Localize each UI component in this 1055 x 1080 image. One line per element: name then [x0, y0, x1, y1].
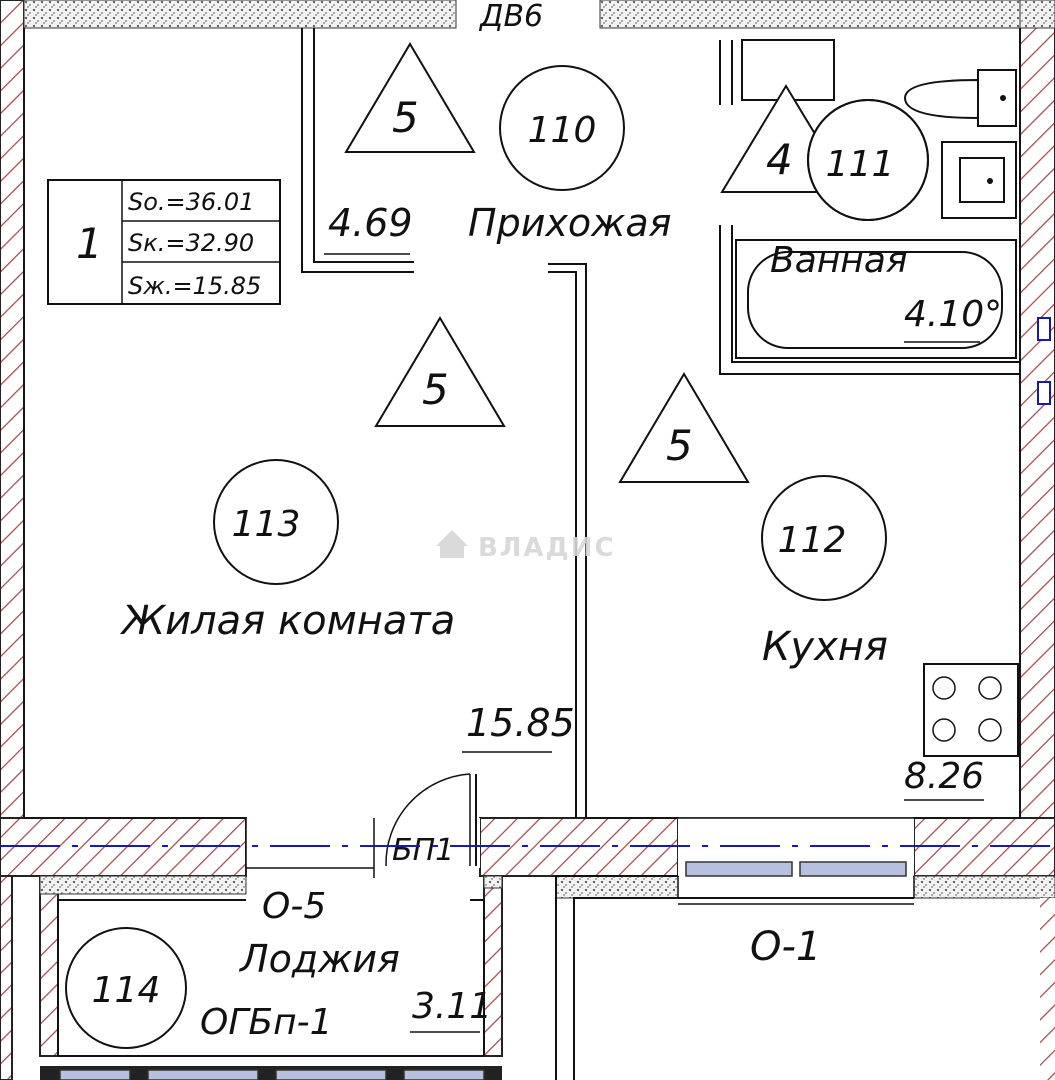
svg-text:5: 5 [392, 93, 419, 142]
loggia-left-wall [39, 875, 59, 1057]
sink-icon [941, 141, 1017, 219]
svg-text:5: 5 [666, 421, 693, 470]
room-area: 15.85 [466, 701, 575, 745]
triangle-marker: 5 [344, 42, 476, 153]
room-number: 113 [232, 504, 301, 545]
total-area: Sо.=36.01 [128, 188, 254, 216]
room-bathroom: 111 Ванная 4.10° [770, 99, 1002, 343]
loggia-railing-label: ОГБп-1 [200, 1002, 333, 1043]
house-icon [436, 530, 468, 558]
room-name: Жилая комната [119, 598, 455, 644]
triangle-marker: 5 [618, 372, 750, 483]
room-number: 112 [778, 520, 847, 561]
room-name: Ванная [770, 240, 908, 281]
svg-text:4: 4 [766, 135, 793, 184]
room-number: 110 [528, 110, 597, 151]
room-hallway: 110 Прихожая 4.69 [324, 65, 672, 255]
svg-text:5: 5 [422, 365, 449, 414]
bathtub-icon [735, 239, 1017, 359]
apartment-info-table: 1 Sо.=36.01 Sк.=32.90 Sж.=15.85 [47, 179, 281, 305]
outer-left-strip [0, 875, 13, 1080]
neighbour-room [555, 875, 1055, 1080]
loggia-window-label: О-5 [262, 886, 326, 927]
room-name: Лоджия [238, 937, 400, 981]
balcony-door [245, 773, 480, 878]
bathroom-fixtures [735, 39, 1051, 405]
entrance-door-label: ДВ6 [478, 0, 543, 34]
room-loggia: 114 Лоджия 3.11 [65, 927, 492, 1049]
room-area: 8.26 [904, 756, 984, 797]
loggia [39, 875, 503, 1080]
right-wall [1019, 0, 1055, 846]
room-area: 4.10° [904, 294, 1002, 335]
room-number: 111 [826, 144, 895, 185]
room-name: Кухня [762, 624, 888, 670]
watermark-text: ВЛАДИС [478, 533, 616, 563]
room-area: 4.69 [328, 201, 413, 245]
balcony-door-label: БП1 [392, 833, 454, 868]
left-wall [0, 0, 25, 846]
interior-walls [23, 28, 1021, 819]
stove-icon [923, 663, 1019, 757]
room-living: 113 Жилая комната 15.85 [119, 459, 575, 753]
room-number: 114 [92, 970, 161, 1011]
room-area: 3.11 [412, 986, 492, 1027]
watermark: ВЛАДИС [436, 530, 616, 563]
top-insulation [23, 0, 1055, 29]
toilet-icon [903, 69, 1017, 127]
loggia-right-wall [483, 875, 503, 1057]
area-k: Sк.=32.90 [128, 229, 254, 257]
room-name: Прихожая [468, 201, 672, 245]
living-area: Sж.=15.85 [128, 272, 261, 300]
room-kitchen: 112 Кухня 8.26 [761, 475, 984, 801]
apartment-number: 1 [76, 219, 103, 268]
window-label: О-1 [750, 924, 821, 970]
triangle-marker: 5 [374, 316, 506, 427]
